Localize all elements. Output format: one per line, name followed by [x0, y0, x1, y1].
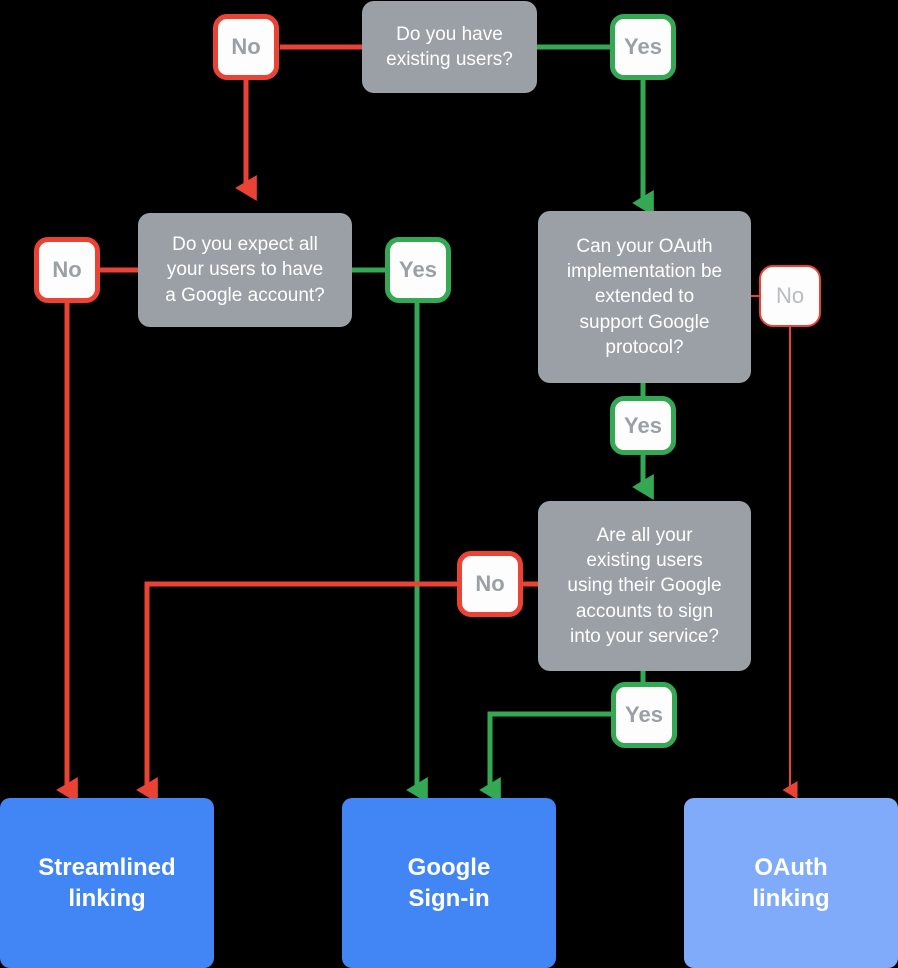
badge-no-oauth-extendable[interactable]: No [759, 265, 821, 327]
badge-no-google-account[interactable]: No [34, 237, 100, 303]
decision-node-existing-google-accounts[interactable]: Are all your existing users using their … [538, 501, 751, 671]
decision-node-oauth-extendable[interactable]: Can your OAuth implementation be extende… [538, 211, 751, 383]
edge-b8-to-r2 [479, 711, 611, 803]
badge-yes-google-account[interactable]: Yes [385, 237, 451, 303]
badge-no-existing-google-accounts[interactable]: No [457, 551, 523, 617]
edge-b7-to-r1 [136, 581, 457, 803]
result-node-google-signin[interactable]: Google Sign-in [342, 798, 556, 968]
badge-no-existing-users[interactable]: No [213, 14, 279, 80]
badge-yes-existing-users[interactable]: Yes [610, 14, 676, 80]
badge-yes-oauth-extendable[interactable]: Yes [610, 396, 676, 455]
badge-yes-existing-google-accounts[interactable]: Yes [611, 682, 677, 748]
result-node-streamlined-linking[interactable]: Streamlined linking [0, 798, 214, 968]
decision-node-existing-users[interactable]: Do you have existing users? [362, 1, 537, 93]
decision-node-google-account[interactable]: Do you expect all your users to have a G… [138, 213, 352, 327]
result-node-oauth-linking[interactable]: OAuth linking [684, 798, 898, 968]
